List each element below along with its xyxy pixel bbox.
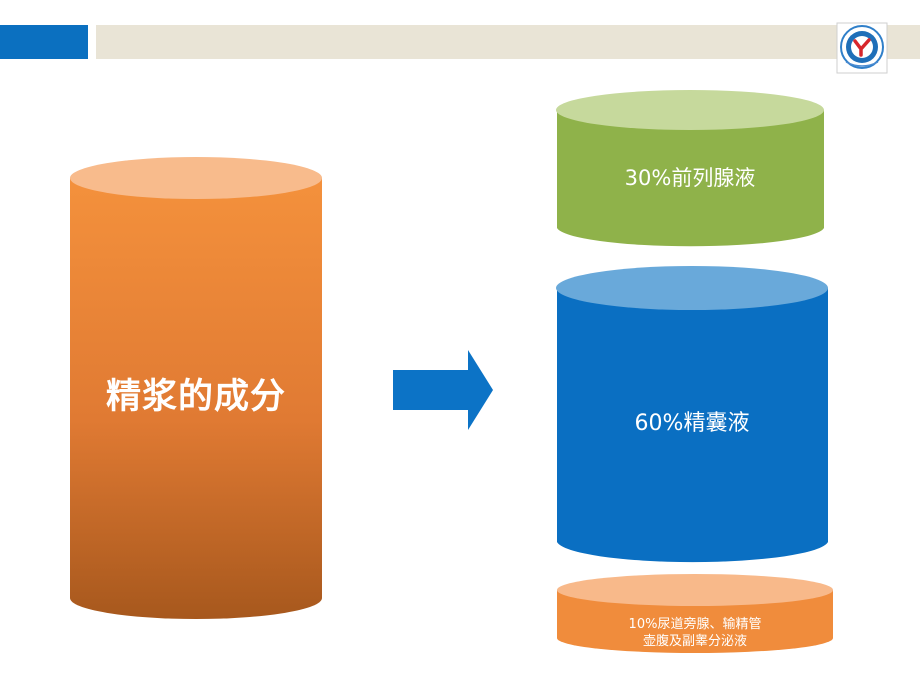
cylinder-seminal-vesicle-fluid	[556, 266, 828, 563]
arrow-right-icon	[393, 350, 493, 430]
main-cylinder	[70, 157, 322, 619]
header-accent-bar	[0, 25, 88, 59]
header-band	[96, 25, 920, 59]
other-secretions-label-line2: 壶腹及副睾分泌液	[642, 634, 747, 649]
cylinder-other-secretions	[557, 574, 833, 653]
cylinder-prostatic-fluid	[556, 90, 824, 247]
main-cylinder-label: 精浆的成分	[105, 377, 286, 417]
other-secretions-label: 10%尿道旁腺、输精管 壶腹及副睾分泌液	[556, 616, 834, 650]
logo-emblem-icon	[836, 22, 888, 74]
other-secretions-label-line1: 10%尿道旁腺、输精管	[628, 617, 762, 632]
prostatic-fluid-label: 30%前列腺液	[624, 166, 756, 190]
seminal-vesicle-fluid-label: 60%精囊液	[634, 411, 750, 436]
